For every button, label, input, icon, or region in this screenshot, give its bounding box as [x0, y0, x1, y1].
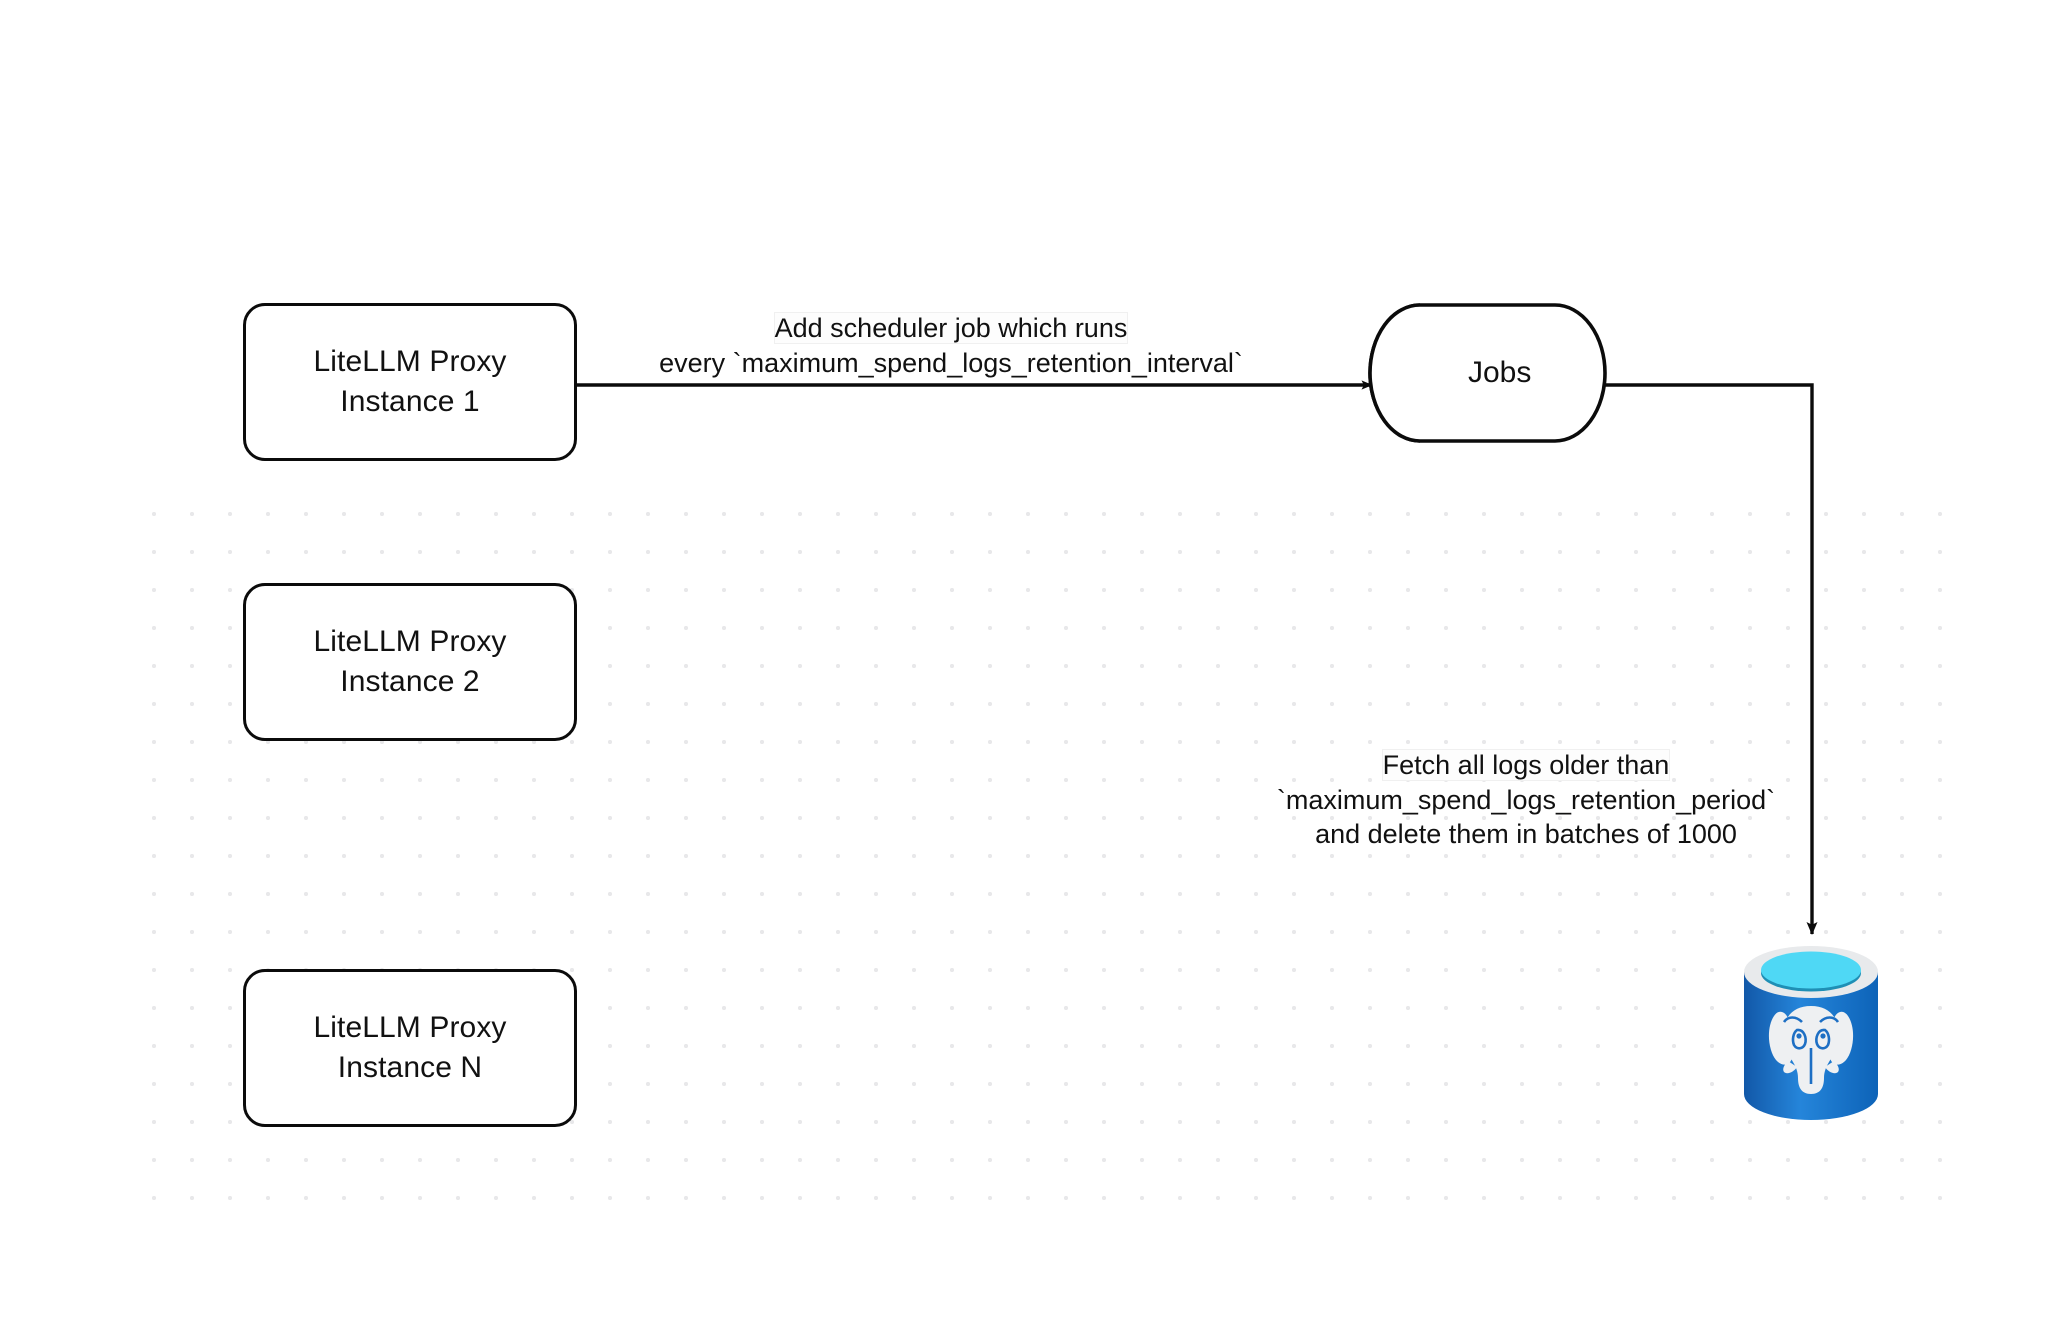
jobs-node-label: Jobs: [1468, 356, 1532, 389]
node-proxy-instance-2[interactable]: LiteLLM Proxy Instance 2: [243, 583, 577, 741]
edge-label-scheduler-line1: Add scheduler job which runs: [774, 313, 1128, 343]
node-proxy-instance-2-line1: LiteLLM Proxy: [313, 625, 507, 659]
node-proxy-instance-n-line1: LiteLLM Proxy: [313, 1011, 507, 1045]
node-proxy-instance-n[interactable]: LiteLLM Proxy Instance N: [243, 969, 577, 1127]
edge-label-fetch-line1: Fetch all logs older than: [1382, 750, 1670, 780]
edge-label-scheduler: Add scheduler job which runs every `maxi…: [586, 311, 1316, 380]
edge-jobs-to-postgres-line: [1605, 383, 1818, 935]
node-proxy-instance-1-line1: LiteLLM Proxy: [313, 345, 507, 379]
node-proxy-instance-n-line2: Instance N: [337, 1051, 483, 1084]
jobs-cylinder: [1368, 303, 1607, 443]
node-proxy-instance-1[interactable]: LiteLLM Proxy Instance 1: [243, 303, 577, 461]
postgres-database-icon: [1744, 946, 1878, 1120]
edge-label-scheduler-line2: every `maximum_spend_logs_retention_inte…: [659, 347, 1243, 378]
postgres-elephant-glyph: [1768, 1006, 1854, 1094]
edge-label-fetch-line2: `maximum_spend_logs_retention_period`: [1276, 784, 1776, 815]
edge-label-fetch: Fetch all logs older than `maximum_spend…: [1226, 748, 1826, 852]
node-proxy-instance-1-line2: Instance 1: [340, 385, 480, 418]
node-proxy-instance-2-line2: Instance 2: [340, 665, 480, 698]
edge-label-fetch-line3: and delete them in batches of 1000: [1315, 819, 1737, 850]
